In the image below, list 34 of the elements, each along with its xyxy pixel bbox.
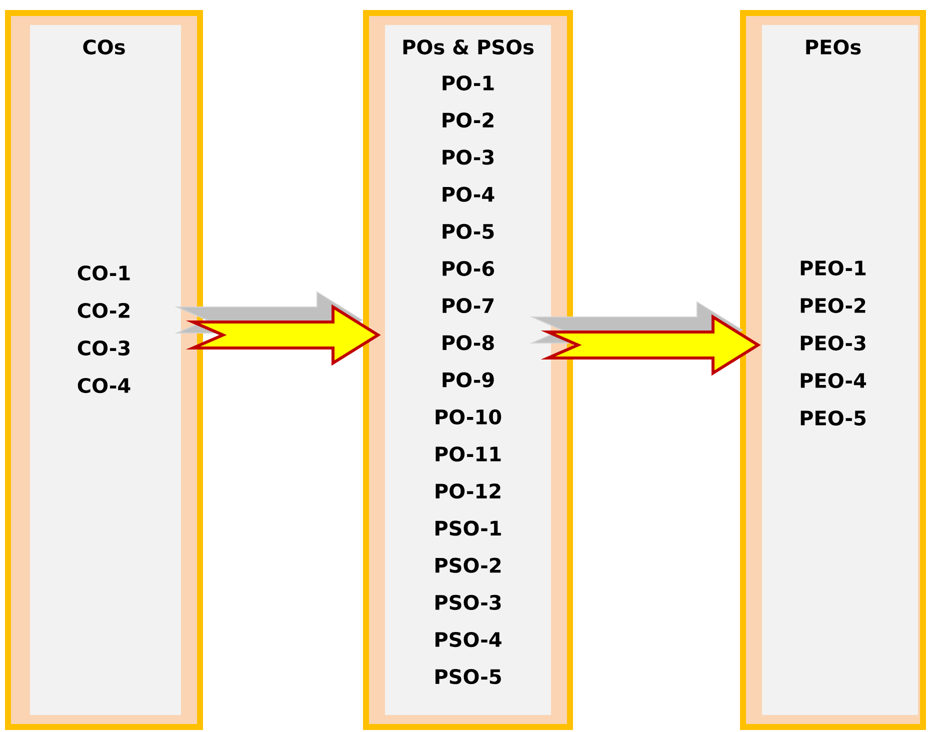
- list-item: PO-9: [442, 372, 494, 388]
- list-item: PO-2: [442, 112, 494, 128]
- list-item: CO-4: [78, 378, 130, 394]
- list-item: PO-12: [436, 484, 500, 499]
- list-item: CO-3: [78, 340, 130, 356]
- list-item: CO-2: [78, 302, 130, 318]
- list-item: PO-5: [442, 224, 494, 239]
- column-heading: COs: [83, 39, 125, 55]
- list-item: PEO-4: [800, 372, 866, 388]
- list-item: PEO-3: [800, 335, 866, 351]
- list-item: PEO-5: [800, 410, 866, 426]
- list-item: PSO-4: [436, 632, 502, 648]
- list-item: PO-7: [442, 298, 494, 314]
- list-item: PEO-1: [800, 260, 866, 276]
- list-item: PO-6: [442, 260, 494, 276]
- column-heading: PEOs: [806, 39, 861, 55]
- list-item: PO-3: [442, 150, 494, 165]
- column-heading: POs & PSOs: [403, 39, 534, 55]
- column-panel: [363, 10, 573, 730]
- list-item: PO-4: [442, 186, 494, 202]
- list-item: PSO-1: [436, 520, 501, 536]
- list-item: PSO-2: [436, 558, 501, 573]
- list-item: PO-10: [436, 409, 502, 424]
- list-item: PSO-3: [436, 594, 501, 610]
- list-item: PSO-5: [436, 669, 501, 684]
- list-item: PO-8: [442, 335, 494, 350]
- list-item: PO-11: [436, 446, 501, 462]
- list-item: PO-1: [442, 75, 494, 91]
- list-item: CO-1: [78, 265, 130, 281]
- column-panel: [740, 10, 926, 730]
- column-panel: [5, 10, 203, 730]
- list-item: PEO-2: [800, 298, 866, 314]
- block-arrow: [530, 301, 761, 376]
- block-arrow: [174, 291, 381, 366]
